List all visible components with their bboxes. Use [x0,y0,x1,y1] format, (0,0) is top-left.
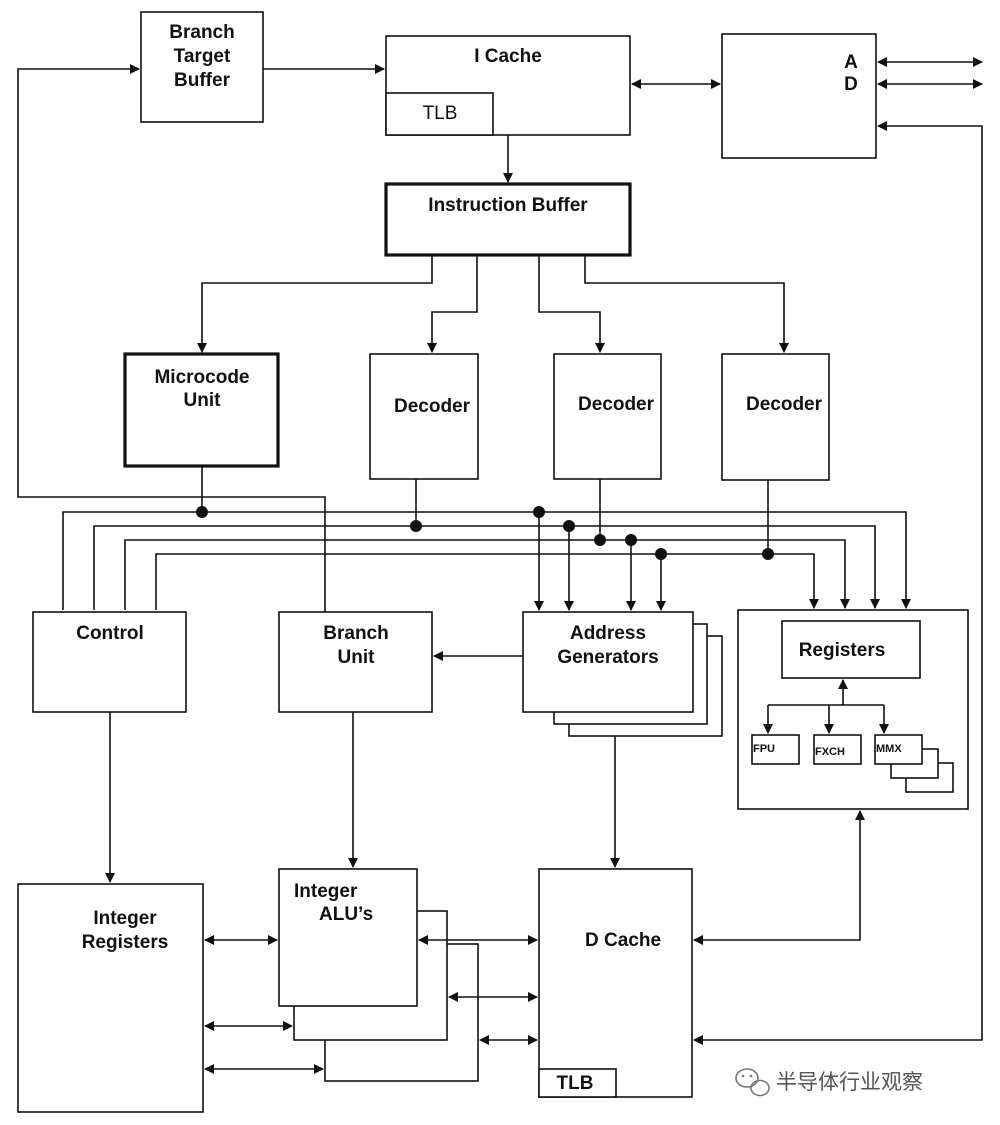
ad-block: A D [721,33,877,159]
decoder2-label: Decoder [578,394,655,415]
integer-registers-block: Integer Registers [17,883,204,1113]
btb-label-line3: Buffer [174,70,231,91]
btb-label-line1: Branch [169,22,234,43]
instruction-buffer-label: Instruction Buffer [428,195,588,216]
address-generators-label-line1: Address [570,623,646,644]
d-cache-tlb-label: TLB [557,1073,594,1094]
integer-registers-label-line1: Integer [93,908,157,929]
ad-label-d: D [844,74,858,95]
decoder3-label: Decoder [746,394,823,415]
integer-alus-block: Integer ALU’s [278,868,479,1082]
integer-registers-label-line2: Registers [82,932,169,953]
fxch-label: FXCH [815,746,845,758]
decoder-block-3: Decoder [721,353,830,481]
microcode-label-line2: Unit [184,390,222,411]
branch-unit-label-line1: Branch [323,623,388,644]
integer-alus-label-line1: Integer [294,881,358,902]
d-cache-label: D Cache [585,930,661,951]
decoder-block-2: Decoder [553,353,662,480]
microcode-label-line1: Microcode [154,367,249,388]
d-cache-block: D Cache TLB [538,868,693,1098]
watermark-text: 半导体行业观察 [776,1070,923,1094]
mmx-label: MMX [876,743,902,755]
watermark: 半导体行业观察 [735,1068,923,1097]
btb-label-line2: Target [174,46,231,67]
instruction-buffer-block: Instruction Buffer [384,182,632,257]
integer-alus-label-line2: ALU’s [319,904,373,925]
decoder1-label: Decoder [394,396,471,417]
decoder-block-1: Decoder [369,353,479,480]
branch-unit-block: Branch Unit [278,611,433,713]
registers-label: Registers [799,640,886,661]
fpu-label: FPU [753,743,775,755]
microcode-unit-block: Microcode Unit [123,352,280,468]
connection-lines [17,57,983,1074]
branch-unit-label-line2: Unit [338,647,376,668]
i-cache-label: I Cache [474,46,542,67]
i-cache-tlb-label: TLB [423,103,458,124]
control-block: Control [32,611,187,713]
ad-label-a: A [844,52,858,73]
junction-dots [196,506,774,560]
address-generators-block: Address Generators [522,611,723,737]
i-cache-block: I Cache TLB [385,35,631,136]
address-generators-label-line2: Generators [557,647,658,668]
wechat-icon [735,1068,770,1097]
control-label: Control [76,623,144,644]
floating-point-unit-block: Registers FPU FXCH MMX [737,609,969,810]
branch-target-buffer-block: Branch Target Buffer [140,11,264,123]
